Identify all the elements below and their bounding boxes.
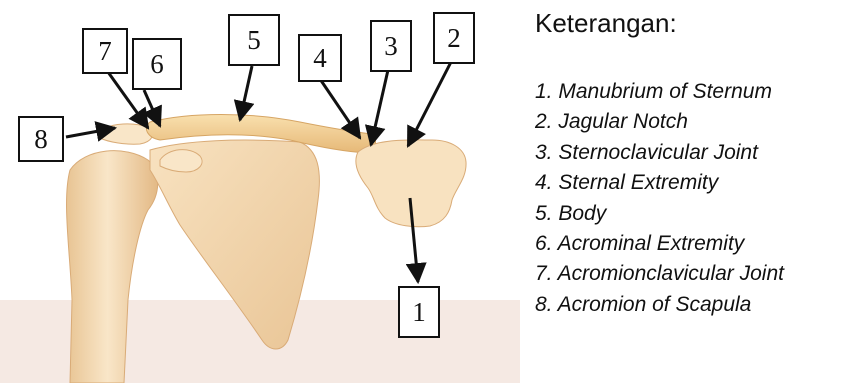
legend-item-1: 1. Manubrium of Sternum	[535, 77, 853, 107]
arrow-6	[144, 90, 160, 126]
label-box-3: 3	[370, 20, 412, 72]
legend-item-4: 4. Sternal Extremity	[535, 168, 853, 198]
arrow-2	[408, 62, 451, 146]
legend: Keterangan: 1. Manubrium of Sternum 2. J…	[535, 8, 853, 320]
label-box-2: 2	[433, 12, 475, 64]
legend-item-6: 6. Acrominal Extremity	[535, 229, 853, 259]
legend-item-3: 3. Sternoclavicular Joint	[535, 138, 853, 168]
label-box-7: 7	[82, 28, 128, 74]
legend-item-5: 5. Body	[535, 199, 853, 229]
label-box-6: 6	[132, 38, 182, 90]
label-box-4: 4	[298, 34, 342, 82]
arrow-5	[240, 66, 252, 120]
arrow-3	[371, 70, 388, 145]
legend-list: 1. Manubrium of Sternum 2. Jagular Notch…	[535, 77, 853, 320]
legend-item-2: 2. Jagular Notch	[535, 107, 853, 137]
label-box-1: 1	[398, 286, 440, 338]
legend-item-8: 8. Acromion of Scapula	[535, 290, 853, 320]
label-box-8: 8	[18, 116, 64, 162]
acromion	[100, 124, 153, 144]
legend-item-7: 7. Acromionclavicular Joint	[535, 259, 853, 289]
label-box-5: 5	[228, 14, 280, 66]
legend-title: Keterangan:	[535, 8, 853, 39]
